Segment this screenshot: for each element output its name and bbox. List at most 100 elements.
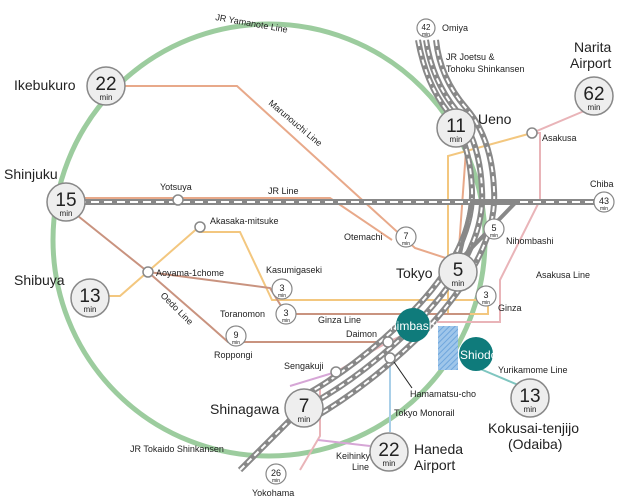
hub-haneda[interactable]: 22 min Haneda Airport [369,432,463,473]
badge-nihombashi[interactable]: 5 min Nihombashi [483,218,554,246]
haneda-label-1: Haneda [414,441,463,457]
asakusa-line-label: Asakusa Line [536,270,590,280]
jr-line-label: JR Line [268,186,299,196]
nihombashi-label: Nihombashi [506,236,554,246]
min-unit: min [422,32,430,38]
chiba-label: Chiba [590,179,614,189]
yotsuya-dot[interactable] [172,194,184,206]
min-unit: min [84,305,97,314]
badge-toranomon[interactable]: 3 min Toranomon [220,303,297,325]
yokohama-minutes: 26 [271,468,281,478]
narita-label-2: Airport [570,55,611,71]
omiya-label: Omiya [442,23,468,33]
sengakuji-label: Sengakuji [284,361,324,371]
shiodome-marker[interactable] [459,337,493,371]
narita-minutes: 62 [583,84,604,105]
ueno-minutes: 11 [446,116,466,137]
asakusa-label: Asakusa [542,133,577,143]
joetsu-label-1: JR Joetsu & [446,52,495,62]
kasumigaseki-label: Kasumigaseki [266,265,322,275]
ginza-label: Ginza [498,303,522,313]
toranomon-label: Toranomon [220,309,265,319]
tokaido-label: JR Tokaido Shinkansen [130,444,224,454]
min-unit: min [482,300,490,306]
marunouchi-branch [78,197,393,241]
daimon-label: Daimon [346,329,377,339]
akasaka-dot[interactable] [194,221,206,233]
hub-tokyo[interactable]: 5 min Tokyo [396,252,478,292]
ikebukuro-label: Ikebukuro [14,77,76,93]
hub-ueno[interactable]: 11 min Ueno [436,108,512,148]
min-unit: min [524,405,537,414]
min-unit: min [100,93,113,102]
badge-roppongi[interactable]: 9 min Roppongi [214,325,253,360]
badge-ginza[interactable]: 3 min Ginza [475,285,522,313]
min-unit: min [60,209,73,218]
hamamatsucho-pointer [393,361,413,389]
odaiba-label-1: Kokusai-tenjijo [488,420,579,436]
akasaka-label: Akasaka-mitsuke [210,216,279,226]
ueno-label: Ueno [478,111,512,127]
min-unit: min [600,206,608,212]
hub-odaiba[interactable]: 13 min Kokusai-tenjijo (Odaiba) [488,378,579,452]
asakusa-dot[interactable] [526,127,538,139]
min-unit: min [383,459,396,468]
narita-label-1: Narita [574,39,612,55]
shiodome-walkway [438,326,458,370]
roppongi-minutes: 9 [233,330,238,340]
odaiba-minutes: 13 [519,386,540,407]
min-unit: min [402,241,410,247]
hub-shinjuku[interactable]: 15 min Shinjuku [4,166,86,222]
ginza-minutes: 3 [483,290,488,300]
keihinkyuko-label-2: Line [352,462,369,472]
roppongi-label: Roppongi [214,350,253,360]
keihinkyuko-line [289,371,371,447]
shimbashi-marker[interactable] [396,308,430,342]
omiya-minutes: 42 [422,23,431,32]
oedo-branch [147,271,470,315]
hub-ikebukuro[interactable]: 22 min Ikebukuro [14,66,126,106]
hub-narita[interactable]: 62 min Narita Airport [570,39,614,116]
badge-yokohama[interactable]: 26 min Yokohama [252,463,294,498]
haneda-label-2: Airport [414,457,455,473]
otemachi-label: Otemachi [344,232,383,242]
badge-chiba[interactable]: 43 min Chiba [590,179,615,213]
shibuya-label: Shibuya [14,272,65,288]
hamamatsucho-label: Hamamatsu-cho [410,389,476,399]
min-unit: min [282,318,290,324]
toranomon-minutes: 3 [283,308,288,318]
shinjuku-label: Shinjuku [4,166,58,182]
chiba-minutes: 43 [599,196,609,206]
hamamatsucho-dot[interactable] [384,352,396,364]
min-unit: min [588,103,601,112]
badge-kasumigaseki[interactable]: 3 min Kasumigaseki [266,265,322,300]
asakusa-line [299,105,597,471]
yotsuya-label: Yotsuya [160,182,192,192]
sengakuji-dot[interactable] [330,366,342,378]
min-unit: min [232,340,240,346]
badge-omiya[interactable]: 42 min Omiya [416,18,468,38]
shimbashi-label: Shimbashi [382,319,438,333]
marunouchi-line [106,85,467,264]
yurikamome-line-label: Yurikamome Line [498,365,568,375]
monorail-line-label: Tokyo Monorail [394,408,455,418]
tokyo-minutes: 5 [453,260,464,281]
hub-shinagawa[interactable]: 7 min Shinagawa [210,388,324,428]
daimon-dot[interactable] [382,336,394,348]
min-unit: min [490,233,498,239]
hub-shibuya[interactable]: 13 min Shibuya [14,272,110,318]
shibuya-minutes: 13 [79,286,100,307]
min-unit: min [298,415,311,424]
ginza-line-label: Ginza Line [318,315,361,325]
min-unit: min [272,478,280,484]
badge-otemachi[interactable]: 7 min Otemachi [344,226,417,248]
marunouchi-line-label: Marunouchi Line [267,98,324,148]
ikebukuro-minutes: 22 [95,74,116,95]
min-unit: min [452,279,465,288]
yokohama-label: Yokohama [252,488,294,498]
aoyama-dot[interactable] [142,266,154,278]
odaiba-label-2: (Odaiba) [508,436,562,452]
oedo-line [77,215,388,343]
joetsu-label-2: Tohoku Shinkansen [446,64,525,74]
